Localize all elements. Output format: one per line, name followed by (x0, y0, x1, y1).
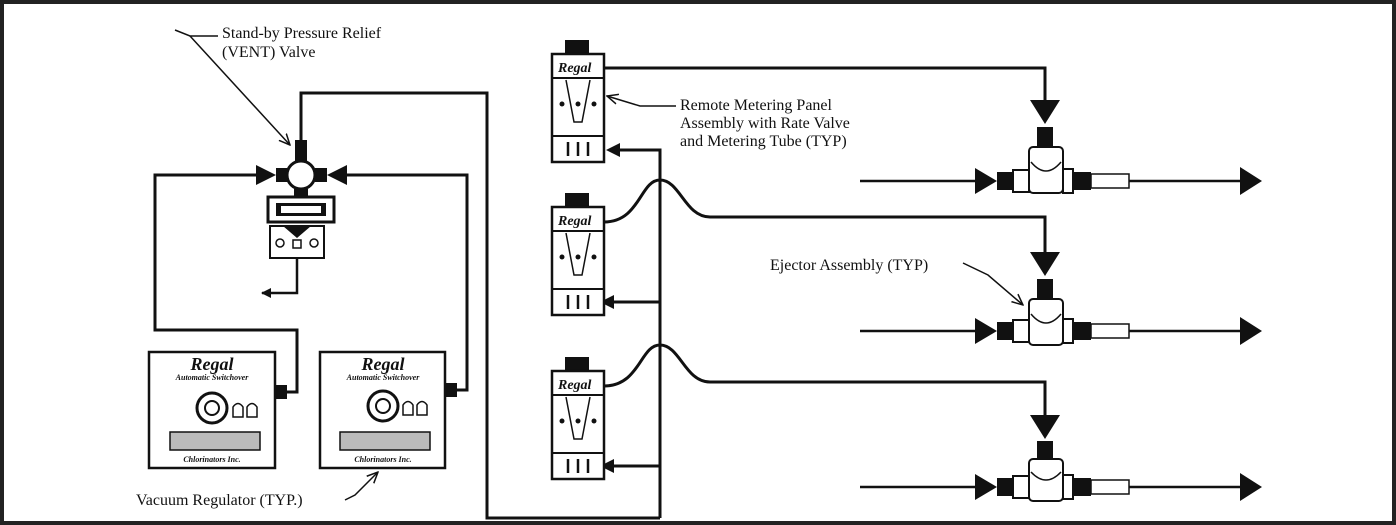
vacuum-lines (153, 91, 662, 520)
rmp-label-line2: Assembly with Rate Valve (680, 115, 850, 132)
panel-1-return-arrow (606, 143, 620, 157)
vent-left-inlet-arrow (256, 165, 276, 185)
vent-valve-ball (285, 159, 317, 191)
vent-right-inlet-arrow (327, 165, 347, 185)
ejector-label: Ejector Assembly (TYP) (770, 257, 928, 274)
regulator-1-maker: Chlorinators Inc. (183, 455, 240, 464)
vacuum-regulator-2: Regal Automatic Switchover Chlorinators … (318, 350, 457, 470)
vent-valve-assembly (256, 140, 347, 298)
ejector-assembly-1 (860, 127, 1262, 195)
vent-outlet-line (261, 258, 299, 298)
ejector-assembly-3 (860, 441, 1262, 502)
panel-3-brand: Regal (557, 378, 592, 393)
vacuum-regulator-leader (344, 472, 378, 501)
ejector-3-inlet-arrow (1030, 415, 1060, 439)
regulator-1-subtitle: Automatic Switchover (175, 373, 250, 382)
regulator-2-brand: Regal (361, 354, 405, 374)
regulator-2-maker: Chlorinators Inc. (354, 455, 411, 464)
rmp-label-line3: and Metering Tube (TYP) (680, 133, 847, 150)
ejector-2-inlet-arrow (1030, 252, 1060, 276)
vacuum-regulator-label: Vacuum Regulator (TYP.) (136, 492, 303, 509)
regulator-2-subtitle: Automatic Switchover (346, 373, 421, 382)
remote-metering-panel-3: Regal (550, 357, 606, 481)
panel-2-return-arrow (600, 295, 614, 309)
vent-label-leader-b (189, 35, 290, 145)
panel-2-brand: Regal (557, 214, 592, 229)
vent-label-line2: (VENT) Valve (222, 44, 315, 61)
rmp-label-line1: Remote Metering Panel (680, 97, 833, 114)
panel-3-return-arrow (600, 459, 614, 473)
regulator-1-brand: Regal (190, 354, 234, 374)
vacuum-regulator-1: Regal Automatic Switchover Chlorinators … (147, 350, 287, 470)
remote-metering-panel-2: Regal (550, 193, 606, 317)
ejector-1-inlet-arrow (1030, 100, 1060, 124)
panel-1-brand: Regal (557, 61, 592, 76)
vent-label-line1: Stand-by Pressure Relief (222, 25, 382, 42)
ejector-label-leader (962, 262, 1023, 305)
panel-to-ejector-lines (603, 66, 1047, 415)
ejector-assembly-2 (860, 279, 1262, 346)
rmp-label-leader (607, 96, 676, 107)
remote-metering-panel-1: Regal (550, 40, 606, 164)
vent-label-leader-a (174, 29, 218, 37)
